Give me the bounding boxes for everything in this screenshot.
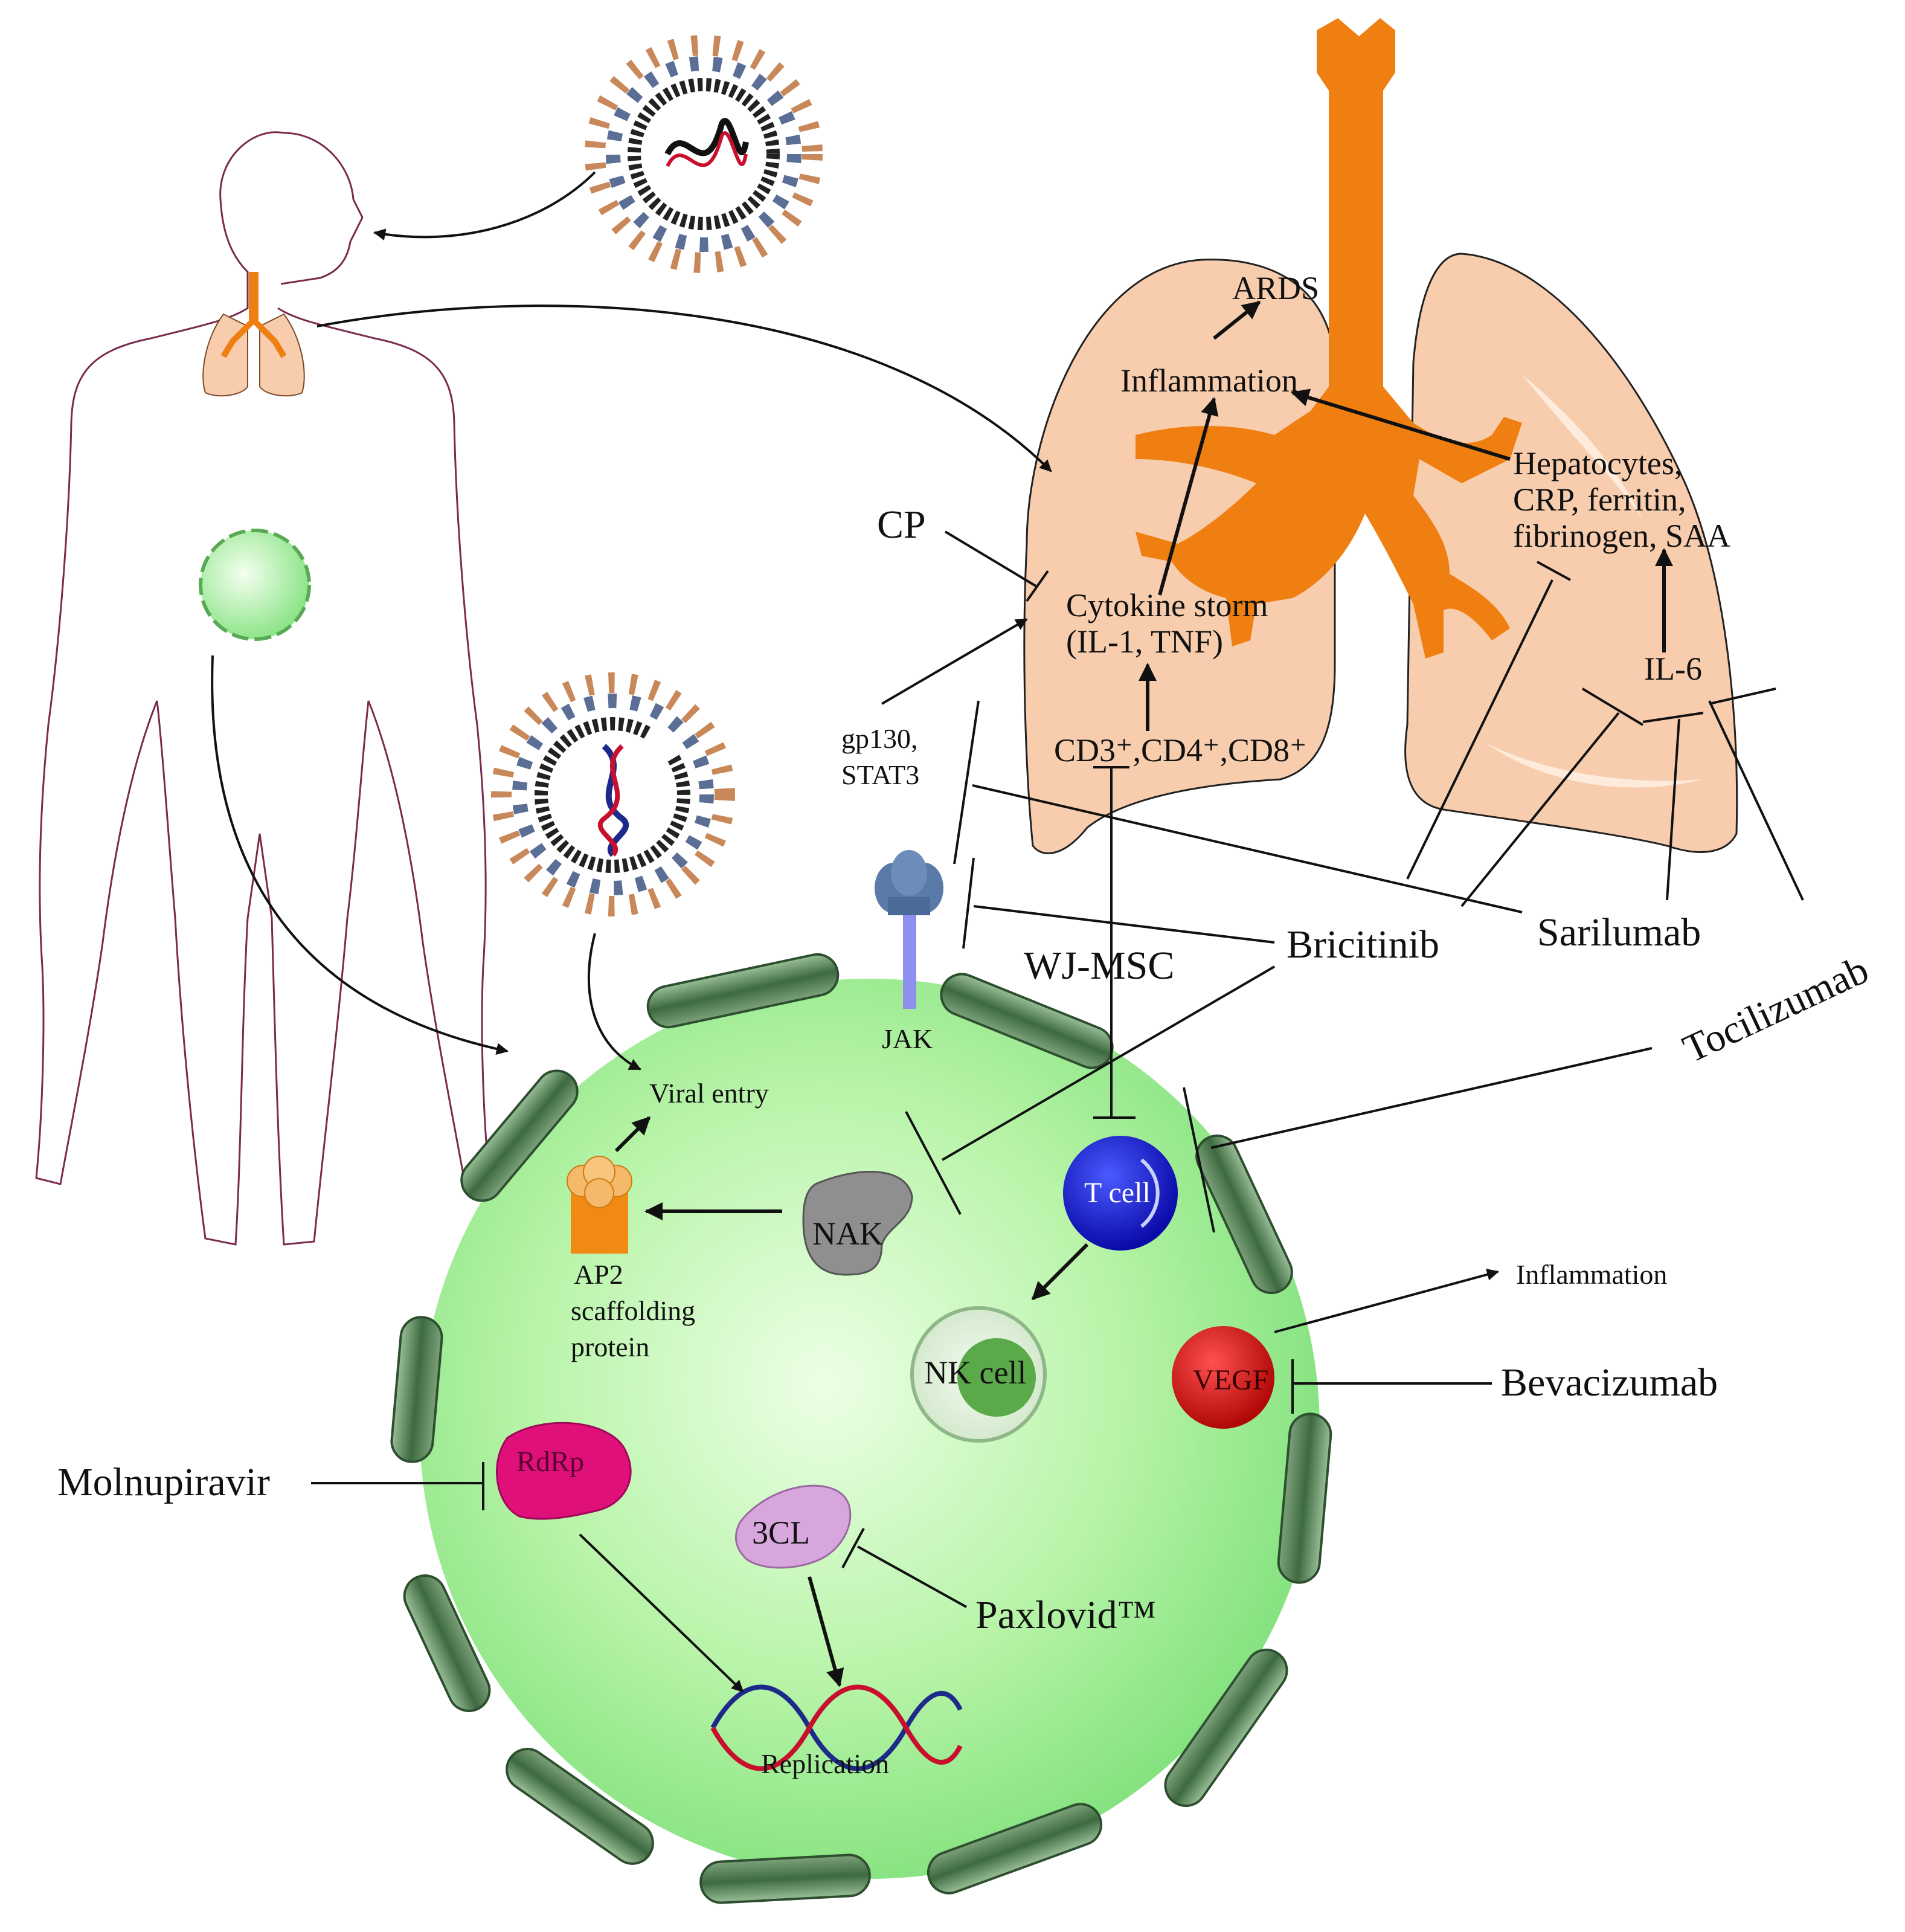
t-cell-icon [1063,1136,1178,1251]
3cl-protease-icon [734,1484,852,1569]
vegf-label: VEGF [1193,1364,1268,1396]
bricitinib-label: Bricitinib [1287,923,1439,967]
nk-cell-label: NK cell [924,1354,1026,1391]
3cl-label: 3CL [752,1515,810,1551]
nk-cell-icon [910,1306,1047,1443]
ap2-label: AP2 [574,1259,623,1290]
intestine-cell-icon [199,529,311,641]
ards-label: ARDS [1232,270,1319,306]
bevacizumab-label: Bevacizumab [1501,1360,1718,1405]
wj-msc-label: WJ-MSC [1024,944,1174,988]
scaffolding-label: scaffolding [571,1295,695,1326]
cd-markers-label: CD3⁺,CD4⁺,CD8⁺ [1054,732,1307,768]
sarilumab-label: Sarilumab [1537,910,1701,955]
trachea [1136,18,1522,658]
cell-membrane [390,953,1332,1904]
right-lung [1404,253,1738,853]
dna-helix-icon [710,1684,963,1771]
jak-label: JAK [882,1023,933,1054]
gp130-label: gp130, [841,723,918,754]
pathway-connectors [211,171,1804,1693]
virus-top-icon [585,35,823,273]
replication-label: Replication [761,1748,889,1779]
viral-entry-label: Viral entry [649,1078,769,1109]
rdrp-protein-icon [496,1422,632,1520]
cell-inflammation-label: Inflammation [1516,1259,1667,1290]
nak-protein-icon [802,1171,913,1276]
ap2-protein-icon [567,1156,632,1254]
lung-inflammation-label: Inflammation [1120,362,1298,399]
nak-label: NAK [812,1216,883,1252]
large-lungs [1023,18,1738,854]
paxlovid-label: Paxlovid™ [975,1593,1156,1637]
tocilizumab-label: Tocilizumab [1676,947,1875,1071]
il6-label: IL-6 [1644,651,1702,687]
virus-middle-icon [491,672,735,916]
vegf-icon [1172,1326,1274,1429]
cytokine-types-label: (IL-1, TNF) [1066,623,1223,660]
molnupiravir-label: Molnupiravir [57,1460,270,1504]
jak-receptor-icon [875,850,943,1009]
protein-label: protein [571,1331,649,1362]
crp-label: CRP, ferritin, [1513,481,1686,518]
cytokine-storm-label: Cytokine storm [1066,587,1268,623]
rdrp-label: RdRp [516,1446,584,1478]
fibrinogen-label: fibrinogen, SAA [1513,518,1730,554]
hepatocytes-label: Hepatocytes, [1513,445,1682,481]
stat3-label: STAT3 [841,759,919,790]
human-body-outline [35,131,490,1246]
cp-label: CP [877,503,926,547]
t-cell-label: T cell [1084,1177,1151,1209]
small-lungs-icon [202,272,305,397]
